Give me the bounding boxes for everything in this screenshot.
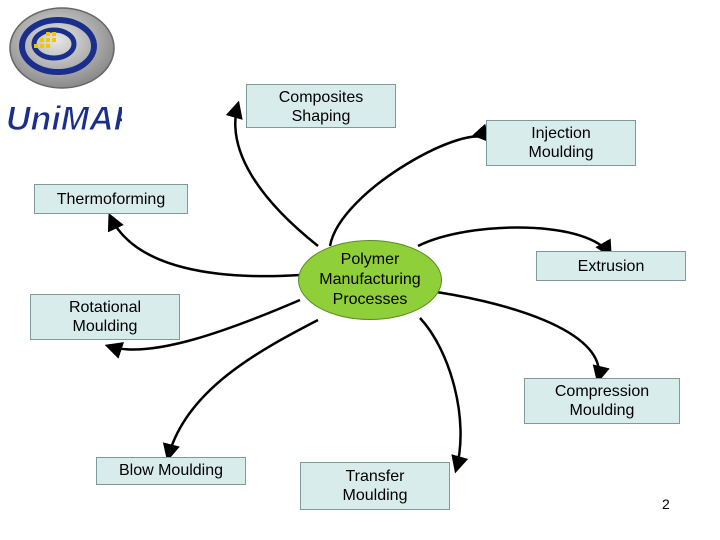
arrow-to-composites xyxy=(225,100,319,247)
node-thermoforming: Thermoforming xyxy=(34,184,188,214)
unimap-logo-graphic: UniMAP xyxy=(6,7,137,139)
center-node-label: Polymer Manufacturing Processes xyxy=(319,251,421,308)
node-injection-moulding: Injection Moulding xyxy=(486,120,636,166)
node-transfer-moulding-label: Transfer Moulding xyxy=(342,468,408,504)
unimap-logo: UniMAP xyxy=(4,4,137,139)
node-blow-moulding: Blow Moulding xyxy=(96,457,246,485)
node-composites-shaping-label: Composites Shaping xyxy=(278,89,364,125)
node-injection-moulding-label: Injection Moulding xyxy=(528,125,594,161)
arrow-to-transfer xyxy=(419,317,469,474)
node-rotational-moulding-label: Rotational Moulding xyxy=(68,299,142,335)
logo-wordmark: UniMAP xyxy=(6,100,122,136)
node-extrusion: Extrusion xyxy=(536,251,686,281)
node-thermoforming-label: Thermoforming xyxy=(56,190,166,208)
arrow-to-rotational xyxy=(104,298,301,359)
logo-dots xyxy=(34,32,56,48)
node-transfer-moulding: Transfer Moulding xyxy=(300,462,450,510)
node-extrusion-label: Extrusion xyxy=(577,257,645,275)
node-compression-moulding: Compression Moulding xyxy=(524,378,680,424)
page-number: 2 xyxy=(662,496,670,512)
arrow-to-compression xyxy=(421,288,610,384)
arrow-to-injection xyxy=(328,123,491,247)
node-compression-moulding-label: Compression Moulding xyxy=(554,383,650,419)
node-rotational-moulding: Rotational Moulding xyxy=(30,294,180,340)
center-node-polymer-processes: Polymer Manufacturing Processes xyxy=(298,240,442,320)
arrow-to-thermoforming xyxy=(107,212,301,278)
arrow-to-extrusion xyxy=(417,226,612,259)
logo-swirl-outer xyxy=(19,17,97,75)
arrow-to-blow xyxy=(162,318,319,462)
node-blow-moulding-label: Blow Moulding xyxy=(118,462,224,479)
node-composites-shaping: Composites Shaping xyxy=(246,84,396,128)
